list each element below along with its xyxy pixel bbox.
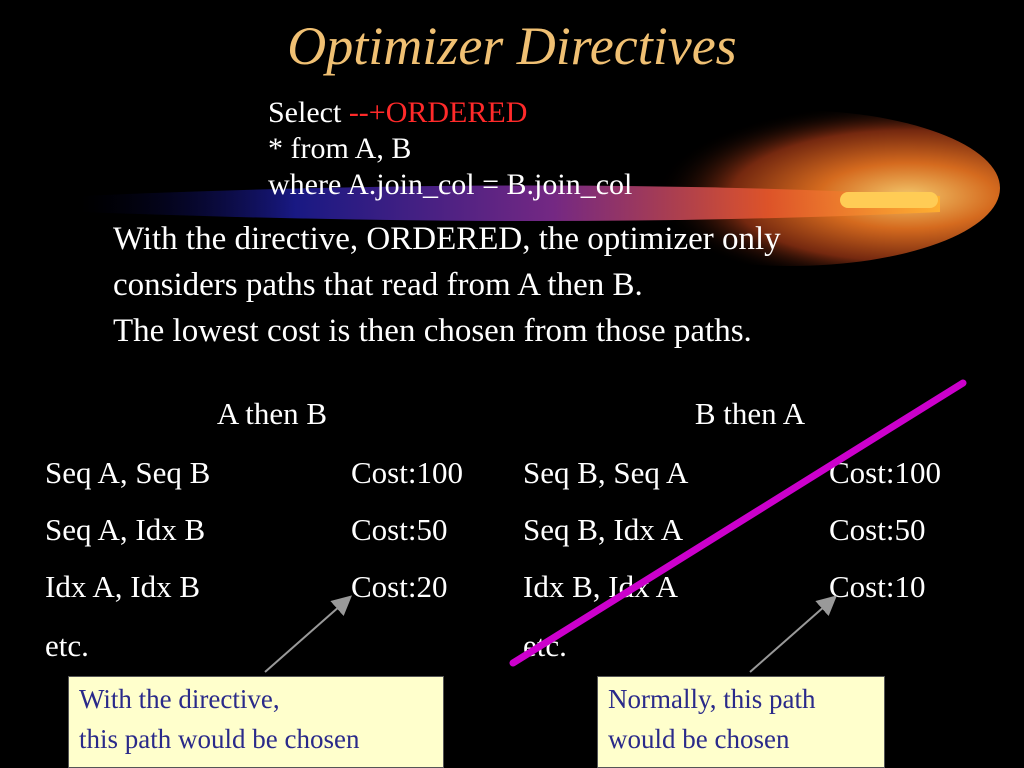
left-row-path: Seq A, Seq B — [45, 455, 211, 490]
left-row-cost: Cost:100 — [351, 455, 463, 490]
left-row-path: Seq A, Idx B — [45, 512, 206, 547]
right-row-cost: Cost:10 — [829, 569, 926, 604]
sql-select-keyword: Select — [268, 96, 349, 129]
left-note-line-1: With the directive, — [79, 684, 280, 714]
sql-query: Select --+ORDERED * from A, B where A.jo… — [268, 95, 632, 203]
left-row-path: etc. — [45, 628, 89, 663]
sql-from-line: * from A, B — [268, 132, 412, 165]
left-table-heading: A then B — [216, 396, 328, 431]
description-line-3: The lowest cost is then chosen from thos… — [113, 313, 752, 349]
right-row-path: Seq B, Seq A — [523, 455, 689, 490]
left-callout-note: With the directive, this path would be c… — [68, 676, 444, 768]
left-row-cost: Cost:20 — [351, 569, 448, 604]
left-note-line-2: this path would be chosen — [79, 724, 360, 754]
sql-ordered-directive: --+ORDERED — [348, 96, 528, 129]
description-line-2: considers paths that read from A then B. — [113, 267, 643, 303]
right-callout-note: Normally, this path would be chosen — [597, 676, 885, 768]
right-row-path: Seq B, Idx A — [523, 512, 684, 547]
right-note-line-2: would be chosen — [608, 724, 790, 754]
sql-where-line: where A.join_col = B.join_col — [268, 168, 633, 201]
left-row-path: Idx A, Idx B — [45, 569, 200, 604]
right-table-heading: B then A — [694, 396, 806, 431]
description: With the directive, ORDERED, the optimiz… — [113, 216, 781, 354]
left-row-cost: Cost:50 — [351, 512, 448, 547]
strike-through-line — [509, 379, 967, 667]
right-row-cost: Cost:50 — [829, 512, 926, 547]
left-callout-arrow — [264, 595, 353, 673]
slide-title: Optimizer Directives — [287, 16, 737, 76]
sql-select-line: Select --+ORDERED — [268, 95, 632, 131]
right-note-line-1: Normally, this path — [608, 684, 816, 714]
description-line-1: With the directive, ORDERED, the optimiz… — [113, 221, 781, 257]
right-row-cost: Cost:100 — [829, 455, 941, 490]
right-callout-arrow — [749, 595, 838, 673]
